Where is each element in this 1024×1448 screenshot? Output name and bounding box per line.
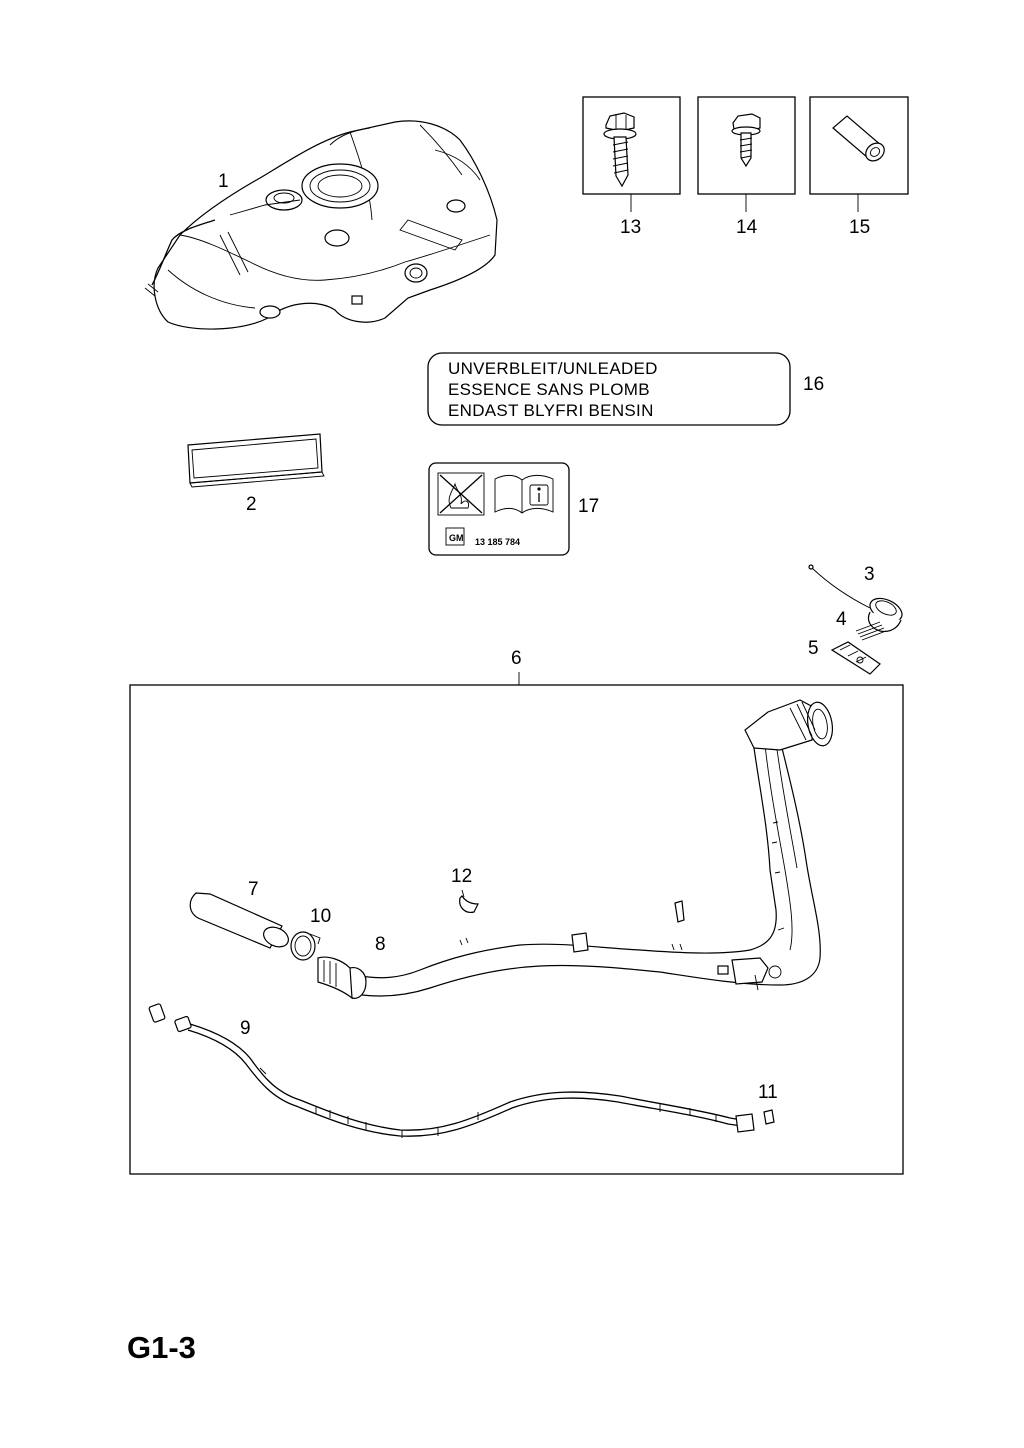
callout-11: 11 <box>758 1082 778 1103</box>
callout-7: 7 <box>248 879 259 900</box>
warning-label: GM 13 185 784 <box>428 462 570 556</box>
gm-logo: GM <box>445 527 465 546</box>
callout-1: 1 <box>218 171 229 192</box>
callout-6: 6 <box>511 648 522 669</box>
no-fire-icon <box>437 472 485 516</box>
clip-11 <box>763 1109 775 1125</box>
fuel-label-line-3: ENDAST BLYFRI BENSIN <box>448 401 654 420</box>
bracket-5 <box>830 641 881 675</box>
callout-4: 4 <box>836 609 847 630</box>
callout-10: 10 <box>310 906 331 927</box>
manual-book-icon <box>494 474 554 514</box>
fuel-tank <box>144 120 498 330</box>
screw-13-box <box>582 96 681 212</box>
callout-3: 3 <box>864 564 875 585</box>
clip-12 <box>459 889 479 913</box>
callout-16: 16 <box>803 374 824 395</box>
clamp-10 <box>290 931 321 961</box>
fuel-cap-3 <box>808 564 903 633</box>
callout-15: 15 <box>849 217 870 238</box>
screw-14-box <box>697 96 796 212</box>
callout-13: 13 <box>620 217 641 238</box>
callout-17: 17 <box>578 496 599 517</box>
warning-label-part-number: 13 185 784 <box>475 537 520 547</box>
callout-12: 12 <box>451 866 472 887</box>
sleeve-15-box <box>809 96 909 212</box>
filler-assembly-frame <box>129 684 904 1175</box>
callout-14: 14 <box>736 217 758 238</box>
hose-7 <box>189 892 289 949</box>
callout-8: 8 <box>375 934 386 955</box>
gm-logo-text: GM <box>449 533 464 543</box>
callout-9: 9 <box>240 1018 251 1039</box>
fuel-label-line-2: ESSENCE SANS PLOMB <box>448 380 650 399</box>
page-code: G1-3 <box>127 1330 196 1365</box>
fuel-type-label: UNVERBLEIT/UNLEADED ESSENCE SANS PLOMB E… <box>427 352 791 426</box>
vent-line-9 <box>148 1003 755 1138</box>
fuel-label-line-1: UNVERBLEIT/UNLEADED <box>448 359 658 378</box>
spring-4 <box>855 621 887 641</box>
callout-5: 5 <box>808 638 819 659</box>
pad-2 <box>187 433 325 488</box>
callout-2: 2 <box>246 494 257 515</box>
filler-pipe-8 <box>317 699 834 1000</box>
